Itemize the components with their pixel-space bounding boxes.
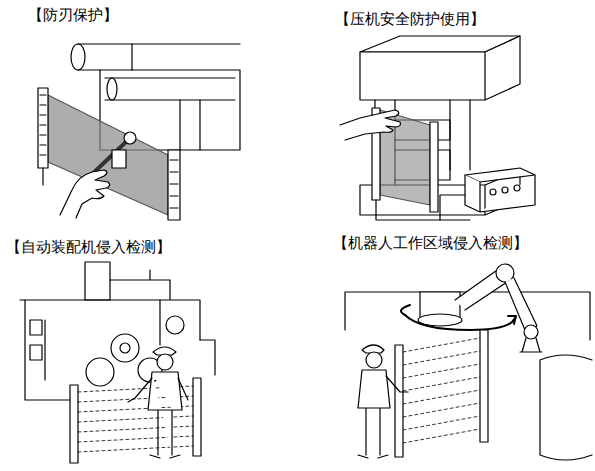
light-curtain <box>38 88 180 220</box>
worker <box>128 347 188 458</box>
hand <box>340 110 401 140</box>
hand <box>60 170 110 218</box>
light-curtain <box>70 378 201 463</box>
panel-title: 【自动装配机侵入检测】 <box>6 238 171 256</box>
rotation-arrow <box>401 305 516 330</box>
work-table <box>540 355 592 460</box>
control-box <box>440 168 535 220</box>
panel-title: 【机器人工作区域侵入检测】 <box>333 234 528 252</box>
assembly-machine <box>20 262 215 400</box>
worker <box>358 345 408 458</box>
panel-title: 【压机安全防护使用】 <box>335 10 485 28</box>
panel-title: 【防刃保护】 <box>28 6 118 24</box>
light-curtain <box>395 330 488 457</box>
